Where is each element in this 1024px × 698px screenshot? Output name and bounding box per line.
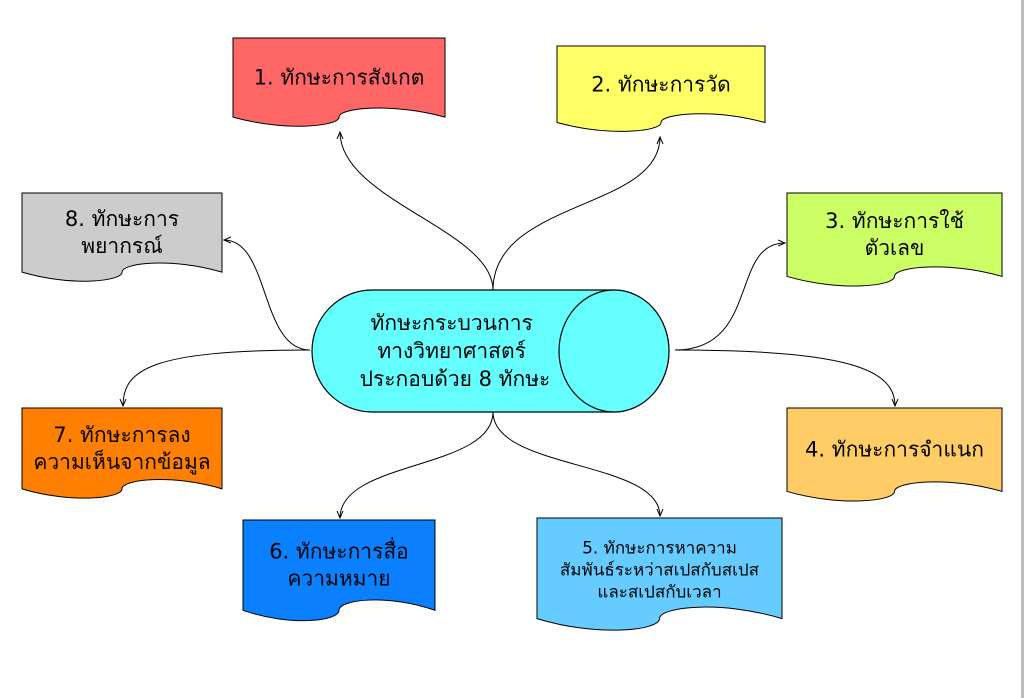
connector-arrow xyxy=(123,349,311,406)
skill-label: 3. ทักษะการใช้ตัวเลข xyxy=(825,209,964,260)
skill-label: 7. ทักษะการลงความเห็นจากข้อมูล xyxy=(33,423,210,475)
connector-arrow xyxy=(340,411,494,518)
document-shape xyxy=(242,519,436,622)
skill-label: 8. ทักษะการพยากรณ์ xyxy=(65,207,179,258)
skill-label: 6. ทักษะการสื่อความหมาย xyxy=(269,537,409,591)
skill-label: 2. ทักษะการวัด xyxy=(591,72,731,96)
connector-arrow xyxy=(674,349,895,406)
scrollbar-edge xyxy=(1021,0,1024,698)
skill-label: 1. ทักษะการสังเกต xyxy=(254,66,425,90)
document-shape xyxy=(786,192,1003,287)
document-shape xyxy=(21,407,223,499)
skill-box-4[interactable]: 4. ทักษะการจำแนก xyxy=(786,407,1003,502)
center-cylinder[interactable]: ทักษะกระบวนการ ทางวิทยาศาสตร์ ประกอบด้วย… xyxy=(311,289,670,413)
center-title: ทักษะกระบวนการ ทางวิทยาศาสตร์ ประกอบด้วย… xyxy=(360,311,551,391)
skill-box-8[interactable]: 8. ทักษะการพยากรณ์ xyxy=(21,192,223,282)
connector-arrow xyxy=(674,243,785,351)
skill-box-1[interactable]: 1. ทักษะการสังเกต xyxy=(232,37,446,127)
connectors xyxy=(123,132,895,518)
cylinder-end xyxy=(558,289,670,413)
connector-arrow xyxy=(224,240,311,351)
skill-box-6[interactable]: 6. ทักษะการสื่อความหมาย xyxy=(242,519,436,622)
skill-box-2[interactable]: 2. ทักษะการวัด xyxy=(556,45,766,132)
skill-label: 4. ทักษะการจำแนก xyxy=(805,438,984,462)
connector-arrow xyxy=(492,411,660,516)
skill-label: 5. ทักษะการหาความสัมพันธ์ระหว่าสเปสกับสเ… xyxy=(560,538,760,602)
skill-box-7[interactable]: 7. ทักษะการลงความเห็นจากข้อมูล xyxy=(21,407,223,499)
document-shape xyxy=(786,407,1003,502)
document-shape xyxy=(536,517,783,631)
document-shape xyxy=(556,45,766,132)
connector-arrow xyxy=(492,137,660,291)
document-shape xyxy=(21,192,223,282)
skill-box-5[interactable]: 5. ทักษะการหาความสัมพันธ์ระหว่าสเปสกับสเ… xyxy=(536,517,783,631)
skill-box-3[interactable]: 3. ทักษะการใช้ตัวเลข xyxy=(786,192,1003,287)
connector-arrow xyxy=(340,132,494,291)
document-shape xyxy=(232,37,446,127)
